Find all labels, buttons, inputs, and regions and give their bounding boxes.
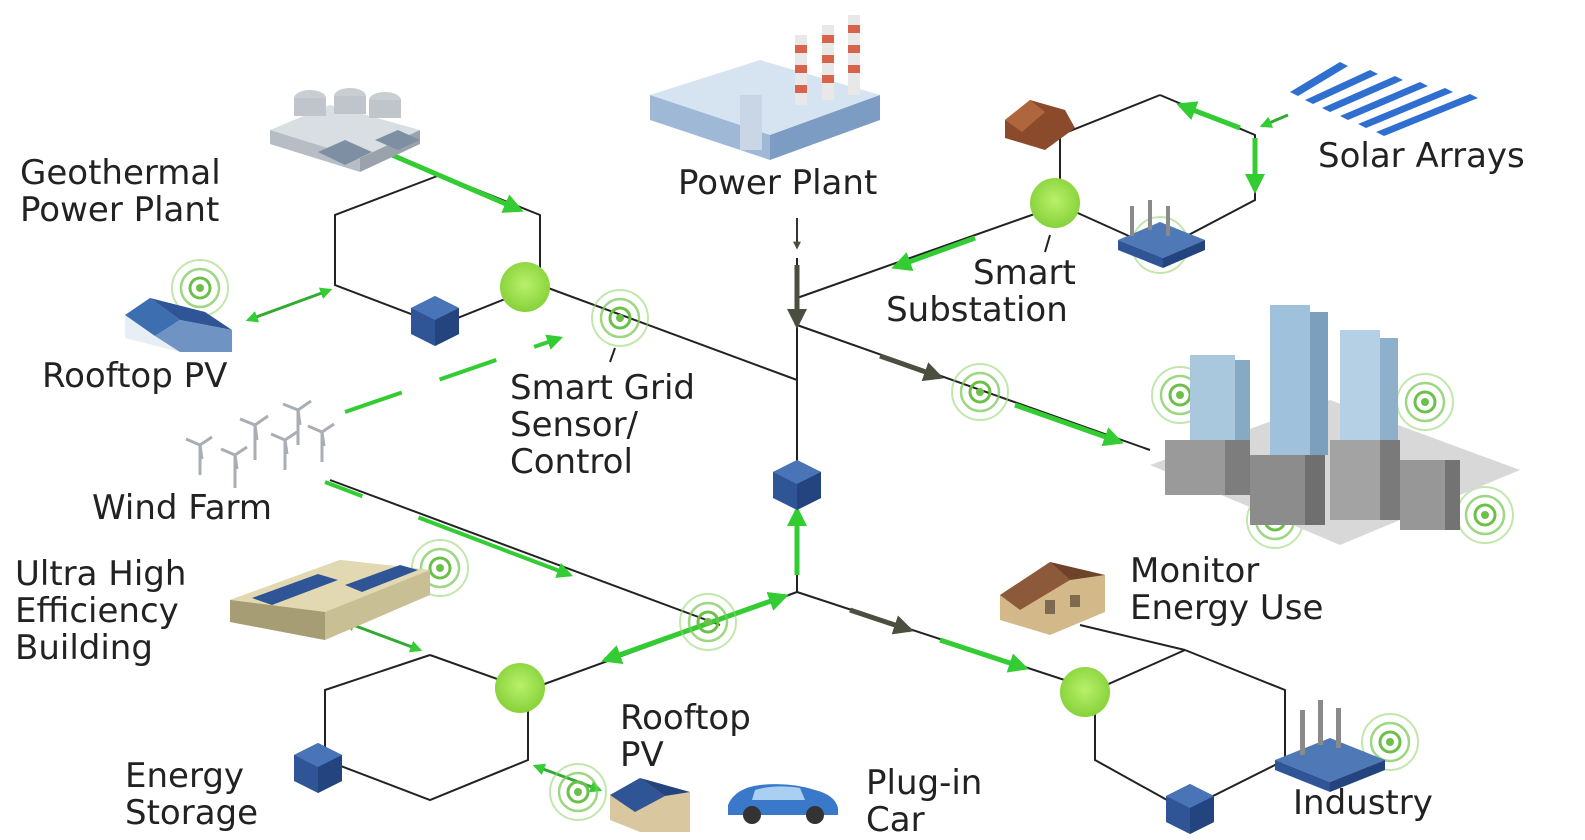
line-top-left-to-trunk xyxy=(539,284,798,381)
label-energy-storage: Energy Storage xyxy=(125,756,259,833)
signal-icon xyxy=(678,592,738,652)
arrow-rooftop-pv-bottom xyxy=(532,763,603,793)
flow-arrows xyxy=(245,101,1289,793)
industry-icon xyxy=(1275,700,1385,792)
arrow-solar xyxy=(1259,113,1289,128)
substation-pointer xyxy=(1044,234,1051,253)
substation-transformer-icon xyxy=(1118,200,1205,268)
substation-house-icon xyxy=(1005,100,1075,150)
arrow-junction-right-dark xyxy=(849,607,914,635)
label-geothermal: Geothermal Power Plant xyxy=(20,153,221,230)
monitor-house-icon xyxy=(1000,562,1105,635)
storage-box-icon xyxy=(1166,784,1214,834)
signal-icon xyxy=(548,762,608,822)
label-monitor-energy: Monitor Energy Use xyxy=(1130,551,1324,628)
rooftop-pv-house-icon xyxy=(125,298,232,352)
control-node xyxy=(1060,667,1110,717)
signal-icon xyxy=(1395,372,1455,432)
arrow-junction-left xyxy=(601,591,789,665)
rooftop-pv-house-bottom-icon xyxy=(610,778,690,832)
storage-box-icon xyxy=(411,296,459,346)
plugin-car-icon xyxy=(728,784,838,824)
sensor-pointer xyxy=(609,347,616,363)
control-node xyxy=(500,262,550,312)
control-nodes xyxy=(495,178,1110,717)
signal-icon xyxy=(950,362,1010,422)
signal-icon xyxy=(590,288,650,348)
label-industry: Industry xyxy=(1293,783,1433,823)
label-ultra-high-building: Ultra High Efficiency Building xyxy=(15,554,187,668)
power-plant-icon xyxy=(650,15,880,160)
line-substation-to-trunk xyxy=(796,204,1061,299)
arrow-geothermal xyxy=(384,149,524,213)
label-rooftop-pv-top: Rooftop PV xyxy=(42,356,228,396)
arrow-wind-upper xyxy=(344,334,564,414)
label-solar-arrays: Solar Arrays xyxy=(1318,136,1525,176)
solar-array-icon xyxy=(1290,62,1478,136)
storage-box-icon xyxy=(294,743,342,793)
efficiency-building-icon xyxy=(230,560,430,640)
line-trunk-to-city xyxy=(796,324,1151,451)
line-house-to-hex xyxy=(1079,624,1186,651)
label-power-plant: Power Plant xyxy=(678,163,878,203)
arrow-solar-hex-top xyxy=(1176,101,1241,131)
control-node xyxy=(1030,178,1080,228)
arrow-industry xyxy=(939,637,1029,673)
arrow-city xyxy=(1014,402,1124,447)
label-rooftop-pv-bottom: Rooftop PV xyxy=(620,698,751,775)
label-smart-grid-sensor: Smart Grid Sensor/ Control xyxy=(510,368,696,482)
label-smart-substation: Smart Substation xyxy=(886,253,1076,330)
arrow-substation xyxy=(891,235,976,271)
geothermal-plant-icon xyxy=(270,88,420,172)
arrow-trunk-to-city xyxy=(879,353,944,382)
control-node xyxy=(495,663,545,713)
storage-box-icon xyxy=(773,460,821,510)
city-buildings-icon xyxy=(1150,305,1520,545)
arrow-rooftop-pv-top xyxy=(245,287,333,323)
wind-farm-icon xyxy=(185,399,335,488)
hex-bottom-left xyxy=(324,654,529,802)
arrow-building xyxy=(342,619,423,653)
label-wind-farm: Wind Farm xyxy=(92,488,273,528)
arrow-wind-lower xyxy=(324,480,573,578)
label-plugin-car: Plug-in Car xyxy=(866,763,983,840)
signal-icon xyxy=(1455,485,1515,545)
